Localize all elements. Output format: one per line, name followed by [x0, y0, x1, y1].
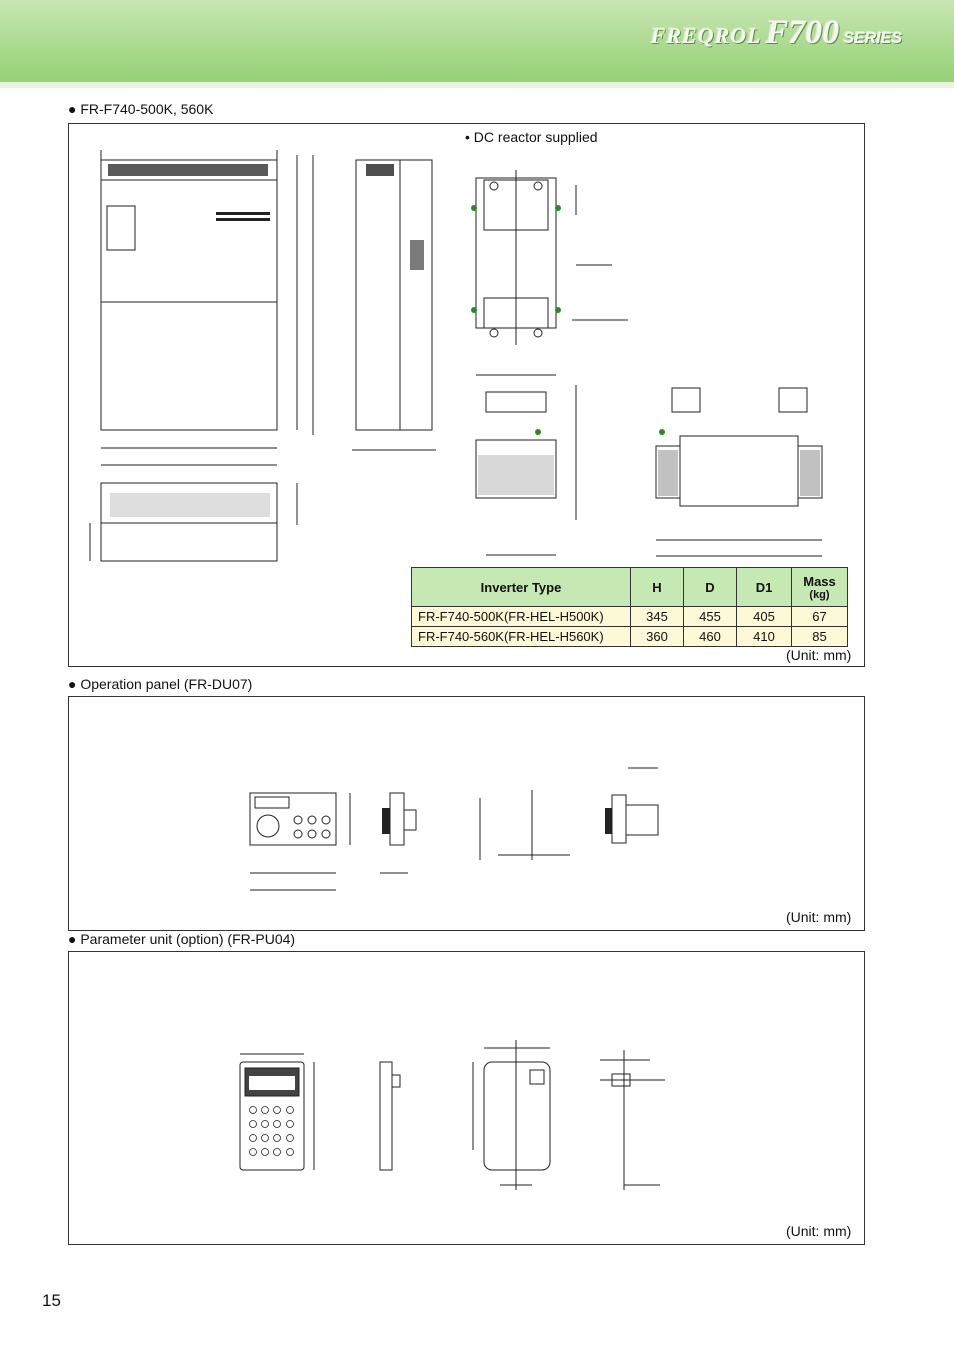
col-inverter-type: Inverter Type [411, 567, 631, 607]
panel-unit-note: (Unit: mm) [786, 909, 852, 925]
logo-brand: FREQROL [650, 23, 762, 48]
col-mass-label: Mass [803, 573, 836, 589]
logo-series: SERIES [843, 30, 902, 47]
panel-section-title: ● Operation panel (FR-DU07) [68, 676, 253, 692]
logo-model: F700 [765, 14, 840, 51]
pu-unit-note: (Unit: mm) [786, 1223, 852, 1239]
series-logo: FREQROL F700 SERIES [651, 14, 902, 52]
cell-h: 345 [630, 606, 684, 627]
dimension-table: Inverter Type H D D1 Mass (kg) FR-F740-5… [411, 567, 848, 647]
col-d: D [683, 567, 737, 607]
operation-panel-drawing [68, 696, 865, 931]
cell-d1: 410 [736, 626, 792, 647]
cell-d: 455 [683, 606, 737, 627]
cell-type: FR-F740-500K(FR-HEL-H500K) [411, 606, 631, 627]
table-header-row: Inverter Type H D D1 Mass (kg) [411, 567, 848, 607]
col-mass: Mass (kg) [791, 567, 848, 607]
table-row: FR-F740-560K(FR-HEL-H560K) 360 460 410 8… [411, 626, 848, 647]
cell-d: 460 [683, 626, 737, 647]
pu-section-title: ● Parameter unit (option) (FR-PU04) [68, 931, 296, 947]
header-banner: FREQROL F700 SERIES [0, 0, 954, 88]
table-row: FR-F740-500K(FR-HEL-H500K) 345 455 405 6… [411, 606, 848, 627]
reactor-title: • DC reactor supplied [465, 129, 598, 145]
banner-stripe [0, 82, 954, 88]
cell-mass: 67 [791, 606, 848, 627]
col-d1: D1 [736, 567, 792, 607]
col-mass-unit: (kg) [809, 588, 830, 601]
cell-mass: 85 [791, 626, 848, 647]
col-h: H [630, 567, 684, 607]
inverter-unit-note: (Unit: mm) [786, 647, 852, 663]
page-number: 15 [42, 1291, 61, 1310]
inverter-section-title: ● FR-F740-500K, 560K [68, 101, 214, 117]
cell-d1: 405 [736, 606, 792, 627]
cell-h: 360 [630, 626, 684, 647]
cell-type: FR-F740-560K(FR-HEL-H560K) [411, 626, 631, 647]
parameter-unit-drawing [68, 951, 865, 1245]
